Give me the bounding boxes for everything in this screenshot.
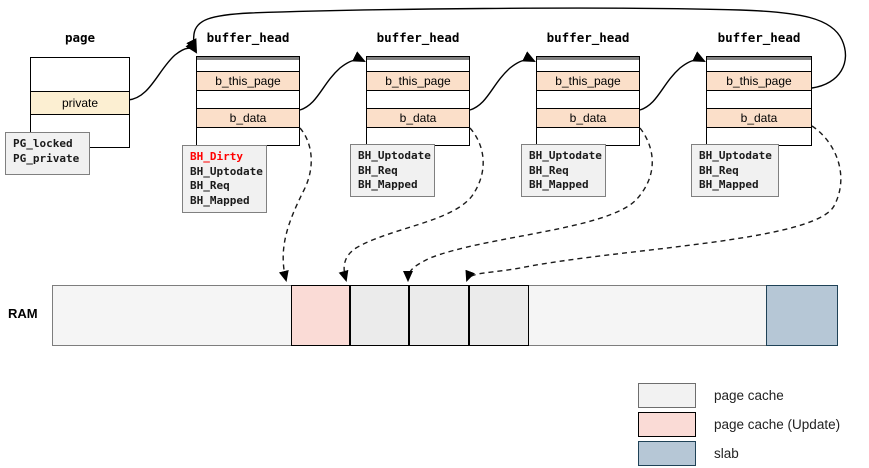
bh2-flag-1: BH_Req [358, 163, 398, 177]
page-flag-1: PG_private [13, 151, 80, 165]
legend-item-page-cache: page cache [638, 383, 784, 408]
bh3-row-b-this-page: b_this_page [537, 71, 639, 90]
bh2-row-0 [367, 57, 469, 71]
page-row-2 [31, 114, 129, 148]
buffer-head-4-box: b_this_page b_data [706, 56, 812, 146]
bh4-flag-2: BH_Mapped [699, 178, 759, 191]
legend-swatch-slab [638, 441, 696, 466]
buffer-head-3-box: b_this_page b_data [536, 56, 640, 146]
bh1-flag-3: BH_Mapped [190, 193, 250, 207]
legend-label-slab: slab [714, 446, 739, 461]
ram-block-page-cache-2 [409, 285, 469, 346]
bh2-flag-0: BH_Uptodate [358, 149, 431, 162]
buffer-head-3-title: buffer_head [546, 30, 630, 45]
bh3-flag-2: BH_Mapped [529, 178, 589, 191]
bh4-row-4 [707, 127, 811, 145]
bh2-flag-2: BH_Mapped [358, 178, 418, 191]
bh1-flag-1: BH_Uptodate [190, 164, 263, 178]
bh1-row-4 [197, 127, 299, 145]
bh2-row-b-data: b_data [367, 108, 469, 127]
bh2-row-4 [367, 127, 469, 145]
page-title: page [64, 30, 96, 45]
buffer-head-2-flags-box: BH_Uptodate BH_Req BH_Mapped [350, 144, 435, 197]
buffer-head-2-title: buffer_head [376, 30, 460, 45]
bh3-row-2 [537, 90, 639, 108]
buffer-head-4-title: buffer_head [717, 30, 801, 45]
legend-label-page-cache: page cache [714, 388, 784, 403]
legend-label-page-cache-update: page cache (Update) [714, 417, 841, 432]
bh4-row-2 [707, 90, 811, 108]
bh4-row-b-data: b_data [707, 108, 811, 127]
bh2-row-2 [367, 90, 469, 108]
ram-block-page-cache-update [291, 285, 350, 346]
bh1-row-b-data: b_data [197, 108, 299, 127]
bh1-flag-2: BH_Req [190, 179, 230, 192]
legend-item-page-cache-update: page cache (Update) [638, 412, 840, 437]
ram-block-slab [766, 285, 838, 346]
page-flags-box: PG_locked PG_private [5, 132, 90, 175]
buffer-head-4-flags-box: BH_Uptodate BH_Req BH_Mapped [691, 144, 779, 197]
ram-block-page-cache-3 [469, 285, 529, 346]
legend-item-slab: slab [638, 441, 739, 466]
buffer-head-1-flags-box: BH_Dirty BH_Uptodate BH_Req BH_Mapped [182, 145, 267, 213]
bh4-row-0 [707, 57, 811, 71]
bh3-row-4 [537, 127, 639, 145]
bh4-flag-1: BH_Req [699, 163, 739, 177]
legend-swatch-page-cache-update [638, 412, 696, 437]
bh3-flag-0: BH_Uptodate [529, 149, 602, 162]
buffer-head-1-title: buffer_head [206, 30, 290, 45]
ram-block-page-cache-1 [350, 285, 409, 346]
bh1-flag-dirty: BH_Dirty [190, 150, 243, 163]
bh3-row-b-data: b_data [537, 108, 639, 127]
bh4-row-b-this-page: b_this_page [707, 71, 811, 90]
bh1-row-2 [197, 90, 299, 108]
bh3-row-0 [537, 57, 639, 71]
bh2-row-b-this-page: b_this_page [367, 71, 469, 90]
bh1-row-b-this-page: b_this_page [197, 71, 299, 90]
buffer-head-1-box: b_this_page b_data [196, 56, 300, 146]
legend-swatch-page-cache [638, 383, 696, 408]
buffer-head-3-flags-box: BH_Uptodate BH_Req BH_Mapped [521, 144, 606, 197]
page-row-private: private [31, 91, 129, 114]
page-flag-0: PG_locked [13, 137, 73, 150]
bh1-row-0 [197, 57, 299, 71]
bh3-flag-1: BH_Req [529, 163, 569, 177]
bh4-flag-0: BH_Uptodate [699, 149, 772, 162]
ram-label: RAM [8, 306, 38, 321]
buffer-head-2-box: b_this_page b_data [366, 56, 470, 146]
